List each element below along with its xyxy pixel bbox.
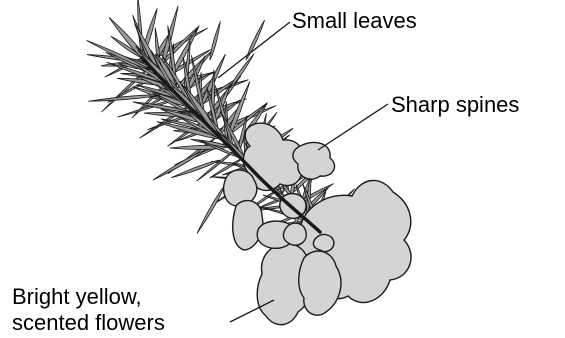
label-small-leaves: Small leaves — [292, 8, 417, 33]
label-flowers-line-1: Bright yellow, — [12, 284, 142, 309]
flower-petal — [293, 142, 335, 179]
label-sharp-spines: Sharp spines — [391, 92, 519, 117]
flower-cluster — [224, 123, 411, 325]
small-leaves-leader — [218, 22, 290, 78]
flower-petal — [233, 201, 263, 250]
label-flowers-line-2: scented flowers — [12, 310, 165, 335]
leaf-spine — [210, 21, 220, 60]
leaf-spine — [197, 185, 225, 233]
flower-petal — [313, 235, 334, 252]
sharp-spines-leader — [318, 104, 388, 150]
flower-petal — [299, 251, 341, 315]
flower-petal — [283, 223, 306, 245]
